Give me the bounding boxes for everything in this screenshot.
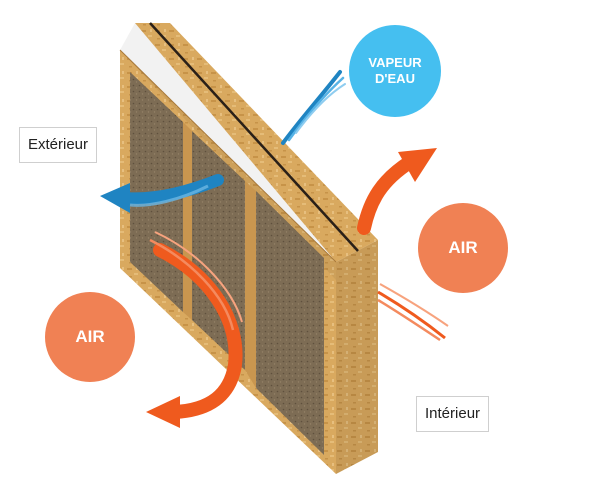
vapour-wisps [281, 70, 346, 145]
interior-label: Intérieur [416, 396, 490, 432]
air-arrow-up [357, 148, 437, 235]
insulation-bay-3 [256, 191, 324, 455]
exterior-label: Extérieur [19, 127, 98, 163]
vapour-bubble: VAPEUR D'EAU [349, 25, 441, 117]
wall-side-edge [336, 240, 378, 474]
air-bubble-right: AIR [418, 203, 508, 293]
wall-top-edge [135, 23, 378, 262]
vapour-bubble-line1: VAPEUR [368, 55, 422, 70]
panel-joint-line [149, 22, 359, 252]
air-wisps-right [377, 283, 449, 342]
vapour-arrow [100, 174, 224, 213]
air-arrow-down [146, 231, 243, 428]
air-bubble-left: AIR [45, 292, 135, 382]
vapour-bubble-line2: D'EAU [375, 71, 415, 86]
